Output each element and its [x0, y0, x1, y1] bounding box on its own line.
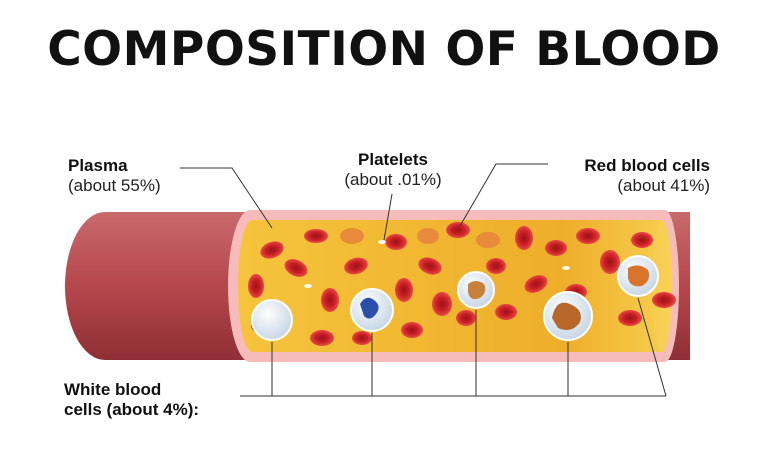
white-cells-line2: cells (about 4%):: [64, 400, 200, 419]
platelets-name: Platelets: [358, 150, 428, 169]
cell-nucleus: [468, 281, 486, 300]
red-blood-cell: [304, 229, 328, 243]
red-blood-cell: [310, 330, 334, 346]
red-blood-cell: [486, 258, 506, 274]
plasma-label: Plasma (about 55%): [68, 156, 161, 196]
red-cells-leader-line: [459, 163, 548, 227]
vessel-end-opening: [652, 220, 672, 352]
red-blood-cell: [432, 292, 452, 316]
red-cells-label: Red blood cells (about 41%): [584, 156, 710, 196]
red-blood-cell: [352, 331, 372, 345]
page-title: COMPOSITION OF BLOOD: [47, 22, 721, 77]
red-cells-name: Red blood cells: [584, 156, 710, 175]
plasma-core: [238, 220, 672, 352]
leader-lines: [180, 163, 667, 397]
red-cells-amount: (about 41%): [617, 176, 710, 195]
white-blood-cell: [251, 299, 293, 341]
red-blood-cell: [344, 257, 368, 275]
cell-nucleus: [628, 265, 650, 287]
red-blood-cell: [321, 288, 339, 312]
red-blood-cell: [631, 232, 653, 248]
platelets-amount: (about .01%): [344, 170, 442, 189]
red-blood-cell: [618, 310, 642, 326]
plasma-name: Plasma: [68, 156, 128, 175]
platelet: [562, 266, 570, 270]
white-cells-line1: White blood: [64, 380, 162, 399]
platelet: [304, 284, 312, 288]
wbc-leader-line: [637, 297, 667, 397]
red-blood-cell: [284, 259, 308, 277]
red-blood-cell: [248, 274, 264, 298]
red-blood-cell: [446, 222, 470, 238]
red-blood-cell: [417, 228, 439, 244]
red-blood-cell: [418, 257, 442, 275]
platelets-label: Platelets (about .01%): [318, 150, 468, 190]
red-blood-cell: [600, 250, 620, 274]
platelets-leader-line: [383, 193, 393, 241]
red-blood-cell: [385, 234, 407, 250]
cell-nucleus: [360, 297, 379, 319]
red-blood-cell: [652, 292, 676, 308]
red-blood-cell: [476, 232, 500, 248]
white-blood-cells: [251, 255, 659, 341]
red-blood-cell: [524, 275, 548, 293]
red-blood-cell: [515, 226, 533, 250]
red-blood-cell: [401, 322, 423, 338]
plasma-leader-line: [180, 167, 273, 229]
platelet: [378, 240, 386, 244]
red-blood-cell: [395, 278, 413, 302]
red-blood-cells: [248, 222, 676, 346]
plasma-amount: (about 55%): [68, 176, 161, 195]
red-blood-cell: [260, 241, 284, 259]
white-cells-label: White blood cells (about 4%):: [64, 380, 199, 420]
red-blood-cell: [576, 228, 600, 244]
cell-nucleus: [552, 302, 581, 330]
red-blood-cell: [456, 310, 476, 326]
red-blood-cell: [340, 228, 364, 244]
red-blood-cell: [495, 304, 517, 320]
red-blood-cell: [545, 240, 567, 256]
